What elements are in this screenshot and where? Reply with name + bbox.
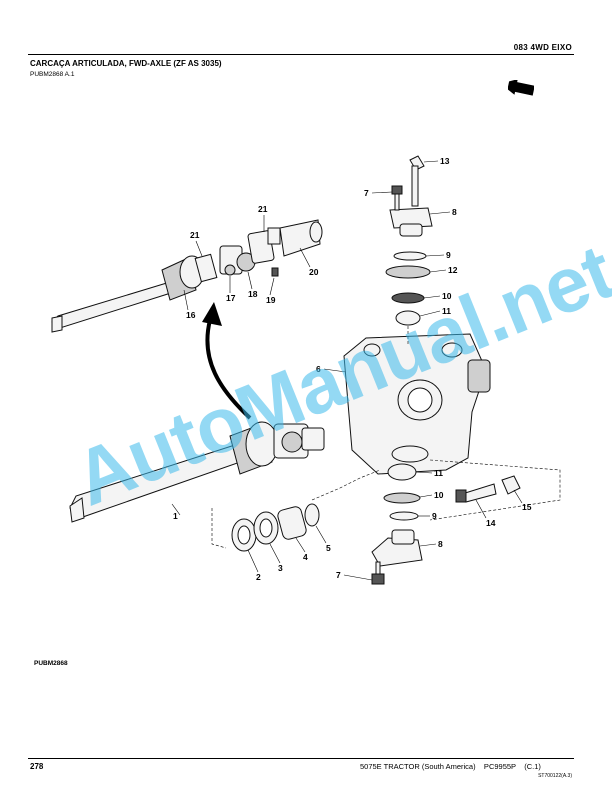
callout-labels: 1 2 3 4 5 6 7 7 8 8 9 9 10 10 11 11 12 1… (171, 156, 532, 582)
figure-reference: PUBM2868 A.1 (30, 71, 75, 78)
svg-text:10: 10 (442, 291, 452, 301)
svg-text:11: 11 (442, 306, 451, 316)
svg-text:15: 15 (522, 502, 532, 512)
svg-text:6: 6 (316, 364, 321, 374)
svg-text:21: 21 (258, 204, 268, 214)
svg-text:1: 1 (173, 511, 178, 521)
svg-text:8: 8 (438, 539, 443, 549)
axle-housing (343, 333, 491, 475)
svg-text:17: 17 (226, 293, 236, 303)
svg-text:18: 18 (248, 289, 258, 299)
top-rule (28, 54, 574, 55)
svg-text:19: 19 (266, 295, 276, 305)
footer-code: ST700122(A.3) (538, 773, 572, 779)
svg-text:3: 3 (278, 563, 283, 573)
svg-text:11: 11 (434, 468, 443, 478)
svg-text:8: 8 (452, 207, 457, 217)
section-label: 083 4WD EIXO (513, 43, 572, 52)
bearing-rings (231, 503, 320, 552)
bottom-rule (28, 758, 574, 759)
svg-text:13: 13 (440, 156, 450, 166)
svg-text:21: 21 (190, 230, 200, 240)
svg-text:7: 7 (336, 570, 341, 580)
footer-model: 5075E TRACTOR (South America) PC9955P (C… (360, 762, 541, 771)
svg-text:14: 14 (486, 518, 496, 528)
assembly-arrow (205, 319, 252, 420)
svg-text:9: 9 (446, 250, 451, 260)
main-drive-shaft (69, 421, 325, 523)
svg-text:7: 7 (364, 188, 369, 198)
upper-drive-shaft (51, 219, 323, 333)
lower-king-pin-stack (371, 463, 521, 585)
svg-text:4: 4 (303, 552, 308, 562)
svg-text:10: 10 (434, 490, 444, 500)
svg-text:9: 9 (432, 511, 437, 521)
svg-text:12: 12 (448, 265, 458, 275)
figure-code: PUBM2868 (34, 660, 68, 667)
svg-text:16: 16 (186, 310, 196, 320)
page-title: CARCAÇA ARTICULADA, FWD-AXLE (ZF AS 3035… (30, 59, 222, 68)
svg-text:5: 5 (326, 543, 331, 553)
arrow-left-icon[interactable] (508, 80, 534, 96)
svg-text:20: 20 (309, 267, 319, 277)
svg-text:2: 2 (256, 572, 261, 582)
page-number: 278 (30, 762, 44, 771)
